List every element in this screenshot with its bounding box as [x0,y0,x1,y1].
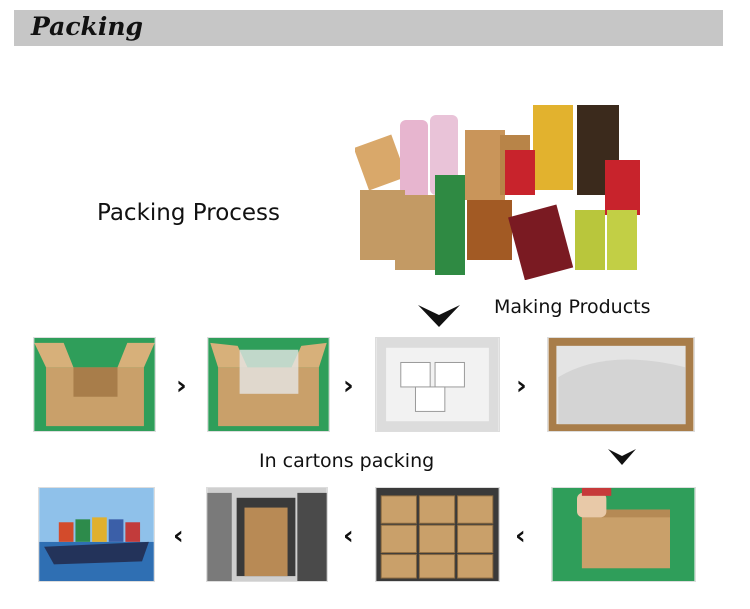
chevron-left-icon: ‹ [515,521,526,551]
chevron-down-icon [418,305,460,327]
chevron-down-icon [608,449,636,465]
chevron-right-icon: › [176,371,187,401]
making-products-label: Making Products [494,296,651,318]
chevron-right-icon: › [343,371,354,401]
chevron-left-icon: ‹ [173,521,184,551]
covered-carton-photo [547,337,695,432]
lined-carton-photo [207,337,330,432]
filled-carton-photo [375,337,500,432]
empty-carton-photo [33,337,156,432]
chevron-left-icon: ‹ [343,521,354,551]
container-loading-photo [206,487,328,582]
sealed-carton-photo [551,487,696,582]
chevron-right-icon: › [516,371,527,401]
page-title: Packing [31,12,144,41]
cargo-ship-photo [38,487,155,582]
header-bar: Packing [14,10,723,46]
stacked-cartons-photo [375,487,500,582]
product-bags-photo [355,105,640,280]
in-cartons-packing-label: In cartons packing [259,450,435,472]
packing-process-label: Packing Process [97,200,281,226]
